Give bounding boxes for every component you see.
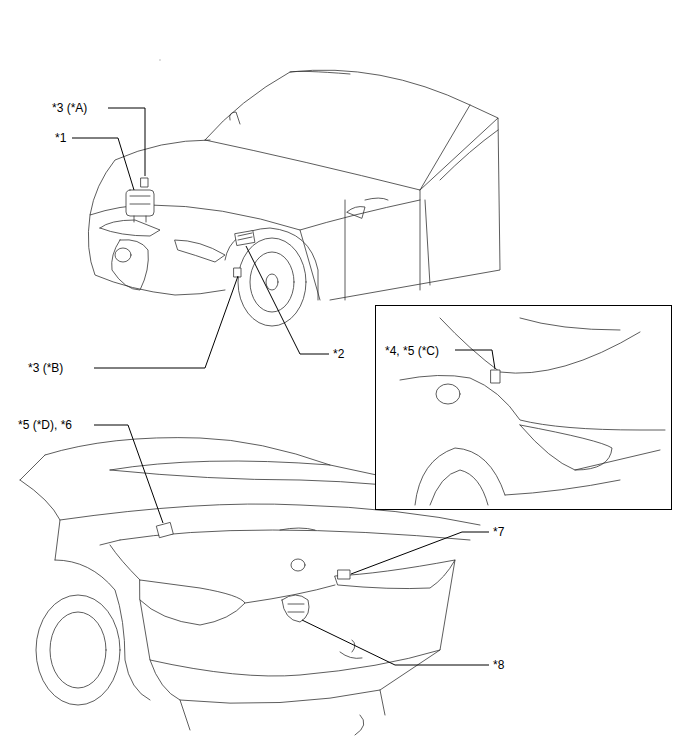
callout-number: *4, *5 (*C) — [385, 344, 439, 358]
callout-number: *3 (*A) — [52, 101, 87, 115]
callout-number: *8 — [493, 658, 504, 672]
callout-number: *7 — [493, 525, 504, 539]
callout-number: *3 (*B) — [28, 361, 63, 375]
callout-number: *1 — [55, 131, 66, 145]
inset-frame: *4, *5 (*C) — [375, 305, 672, 510]
callout-number: *2 — [333, 347, 344, 361]
callout-number: *5 (*D), *6 — [18, 418, 72, 432]
